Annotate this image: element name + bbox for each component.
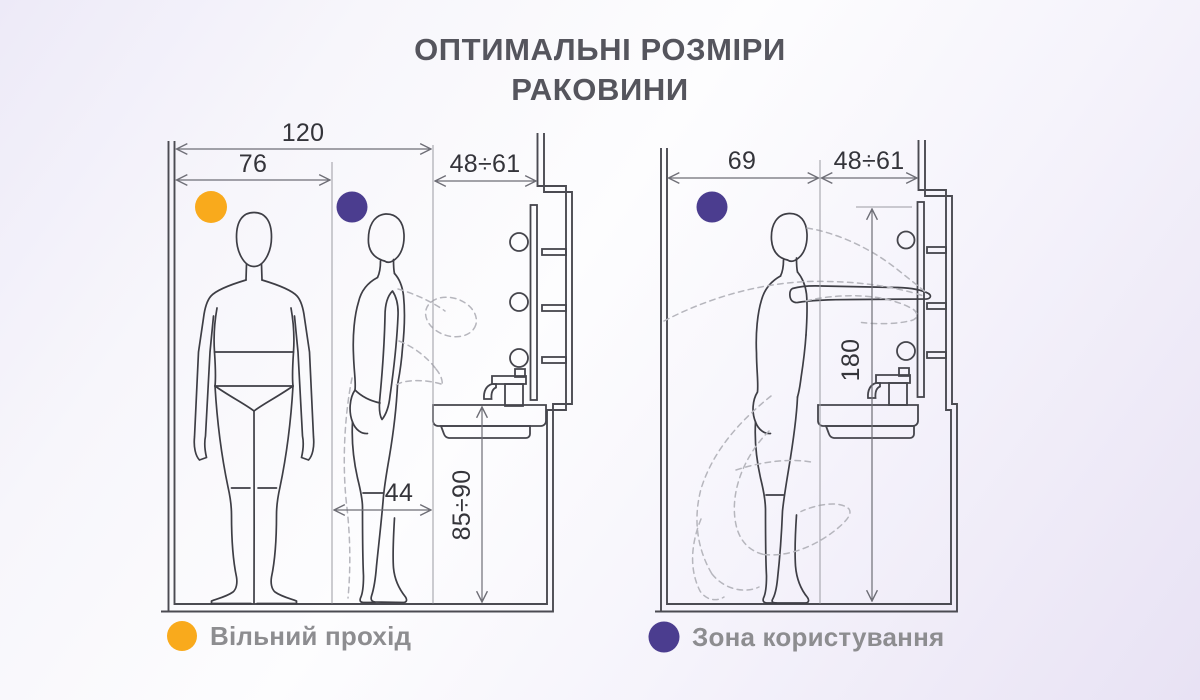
dimensions-left: 120 76 48÷61 44 85÷90 <box>177 119 537 604</box>
dimensions-right: 69 48÷61 180 <box>669 147 918 604</box>
legend-label-free-passage: Вільний прохід <box>210 620 412 651</box>
free-passage-swatch <box>167 621 197 651</box>
legend-item-usage-zone: Зона користування <box>648 621 944 653</box>
faucet <box>867 367 911 406</box>
page-title-line1: ОПТИМАЛЬНІ РОЗМІРИ <box>414 32 786 67</box>
dim-upper-reach-height: 180 <box>837 339 865 382</box>
mirror <box>529 204 538 401</box>
usage-zone-marker-right <box>696 191 728 223</box>
reach-pose-dashed <box>343 288 478 599</box>
dim-free-passage: 76 <box>239 150 267 178</box>
page-title-line2: РАКОВИНИ <box>511 72 689 107</box>
side-figure <box>349 213 408 604</box>
usage-zone-swatch <box>648 621 680 653</box>
shelf-brackets <box>926 246 947 359</box>
free-passage-marker <box>195 191 227 223</box>
front-figure <box>193 211 315 605</box>
sink <box>817 404 919 439</box>
dim-basin-depth-right: 48÷61 <box>834 147 905 175</box>
right-diagram: 69 48÷61 180 <box>655 140 958 613</box>
shelf-brackets <box>541 248 567 364</box>
free-passage-swatch-circle <box>167 621 197 651</box>
dim-total-width: 120 <box>282 119 325 147</box>
left-diagram: 120 76 48÷61 44 85÷90 <box>161 119 573 613</box>
dim-figure-offset: 44 <box>385 479 413 507</box>
dim-usage-zone-width: 69 <box>728 147 756 175</box>
faucet <box>483 368 527 407</box>
usage-zone-marker-left <box>336 191 368 223</box>
sink <box>432 404 547 439</box>
legend-label-usage-zone: Зона користування <box>692 621 945 652</box>
wall-knobs <box>509 232 529 368</box>
dim-basin-height: 85÷90 <box>448 470 476 541</box>
reaching-figure <box>752 212 932 604</box>
room-walls <box>655 140 958 613</box>
wall-knobs <box>896 230 916 361</box>
motion-range-dashed <box>663 227 927 601</box>
dim-basin-depth-left: 48÷61 <box>450 150 521 178</box>
legend-item-free-passage: Вільний прохід <box>166 620 411 652</box>
usage-zone-swatch-circle <box>648 621 680 653</box>
page-title: ОПТИМАЛЬНІ РОЗМІРИ РАКОВИНИ <box>0 30 1200 110</box>
